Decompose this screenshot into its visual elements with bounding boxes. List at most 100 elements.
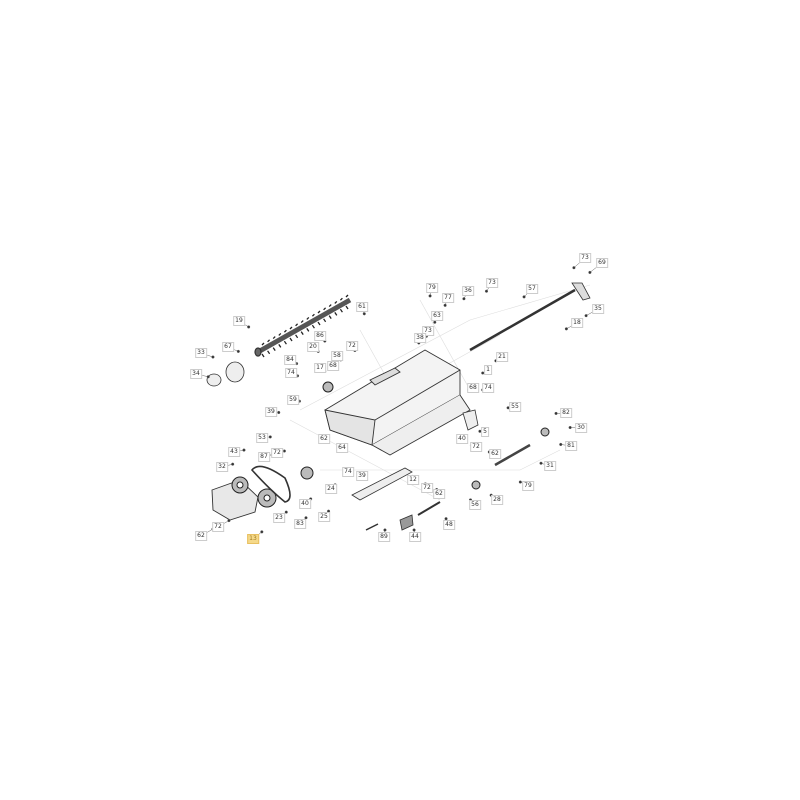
part-label-68[interactable]: 68 [327, 361, 339, 371]
part-label-74[interactable]: 74 [285, 368, 297, 378]
roller-tooth [272, 336, 276, 340]
roller-tooth [328, 304, 332, 308]
fastener-dot [539, 461, 543, 465]
part-label-34[interactable]: 34 [190, 369, 202, 379]
part-label-53[interactable]: 53 [256, 433, 268, 443]
roller-tooth [345, 305, 349, 310]
part-label-74[interactable]: 74 [342, 467, 354, 477]
part-label-20[interactable]: 20 [307, 342, 319, 352]
part-label-21[interactable]: 21 [496, 352, 508, 362]
part-label-77[interactable]: 77 [442, 293, 454, 303]
part-label-79[interactable]: 79 [426, 283, 438, 293]
part-label-67[interactable]: 67 [222, 342, 234, 352]
roller-tooth [295, 334, 299, 339]
part-label-73[interactable]: 73 [486, 278, 498, 288]
part-label-79[interactable]: 79 [522, 481, 534, 491]
part-label-12[interactable]: 12 [407, 475, 419, 485]
part-label-59[interactable]: 59 [287, 395, 299, 405]
roller-tooth [261, 342, 265, 346]
roller-tooth [328, 315, 332, 319]
pulleys [231, 381, 550, 508]
fastener-dot [433, 320, 437, 324]
part-label-58[interactable]: 58 [331, 351, 343, 361]
part-label-36[interactable]: 36 [462, 286, 474, 296]
roller-19 [254, 294, 352, 358]
part-label-35[interactable]: 35 [592, 304, 604, 314]
fastener-dot [484, 289, 489, 293]
part-label-39[interactable]: 39 [356, 471, 368, 481]
part-label-33[interactable]: 33 [195, 348, 207, 358]
roller-tooth [289, 326, 293, 330]
part-label-17[interactable]: 17 [314, 363, 326, 373]
fastener-dot [247, 325, 251, 329]
roller-tooth [289, 337, 293, 342]
fastener-dot [277, 410, 281, 415]
part-label-38[interactable]: 38 [414, 333, 426, 343]
roller-tooth [311, 324, 315, 329]
part-label-62[interactable]: 62 [433, 489, 445, 499]
part-label-64[interactable]: 64 [336, 443, 348, 453]
main-housing-1 [324, 349, 471, 456]
part-label-44[interactable]: 44 [409, 532, 421, 542]
roller-tooth [300, 331, 304, 335]
part-label-40[interactable]: 40 [299, 499, 311, 509]
part-label-74[interactable]: 74 [482, 383, 494, 393]
fastener-dot [304, 516, 308, 520]
part-label-25[interactable]: 25 [318, 512, 330, 522]
fastener-dot [231, 462, 235, 466]
part-label-72[interactable]: 72 [421, 483, 433, 493]
fastener-dot [584, 314, 588, 318]
part-label-40[interactable]: 40 [456, 434, 468, 444]
part-label-84[interactable]: 84 [284, 355, 296, 365]
part-label-18[interactable]: 18 [571, 318, 583, 328]
part-label-62[interactable]: 62 [195, 531, 207, 541]
part-label-23[interactable]: 23 [273, 513, 285, 523]
part-label-68[interactable]: 68 [467, 383, 479, 393]
part-label-56[interactable]: 56 [469, 500, 481, 510]
part-label-61[interactable]: 61 [356, 302, 368, 312]
roller-tooth [306, 328, 310, 332]
roller-tooth [317, 321, 321, 326]
part-label-24[interactable]: 24 [325, 484, 337, 494]
part-label-73[interactable]: 73 [579, 253, 591, 263]
roller-tooth [278, 332, 282, 336]
part-label-72[interactable]: 72 [346, 341, 358, 351]
part-label-63[interactable]: 63 [431, 311, 443, 321]
part-label-81[interactable]: 81 [565, 441, 577, 451]
roller-tooth [339, 308, 343, 313]
part-label-57[interactable]: 57 [526, 284, 538, 294]
part-label-72[interactable]: 72 [212, 522, 224, 532]
part-label-69[interactable]: 69 [596, 258, 608, 268]
part-label-73[interactable]: 73 [422, 326, 434, 336]
part-label-86[interactable]: 86 [314, 331, 326, 341]
part-label-13[interactable]: 13 [247, 534, 259, 544]
part-label-72[interactable]: 72 [470, 442, 482, 452]
fastener-dot [227, 519, 231, 523]
part-label-87[interactable]: 87 [258, 452, 270, 462]
roller-tooth [323, 318, 327, 323]
part-label-72[interactable]: 72 [271, 448, 283, 458]
part-label-28[interactable]: 28 [491, 495, 503, 505]
belt-43 [250, 465, 291, 503]
part-label-32[interactable]: 32 [216, 462, 228, 472]
part-label-55[interactable]: 55 [509, 402, 521, 412]
part-label-83[interactable]: 83 [294, 519, 306, 529]
fastener-dot [282, 449, 286, 453]
part-label-39[interactable]: 39 [265, 407, 277, 417]
part-label-1[interactable]: 1 [484, 365, 492, 375]
part-label-48[interactable]: 48 [443, 520, 455, 530]
part-label-30[interactable]: 30 [575, 423, 587, 433]
part-label-19[interactable]: 19 [233, 316, 245, 326]
fastener-dot [588, 270, 592, 274]
part-label-43[interactable]: 43 [228, 447, 240, 457]
part-label-62[interactable]: 62 [489, 449, 501, 459]
part-label-89[interactable]: 89 [378, 532, 390, 542]
part-label-62[interactable]: 62 [318, 434, 330, 444]
part-label-31[interactable]: 31 [544, 461, 556, 471]
roller-tooth [267, 350, 271, 355]
fastener-dot [559, 442, 563, 446]
roller-tooth [311, 313, 315, 317]
part-label-5[interactable]: 5 [481, 427, 489, 437]
part-label-82[interactable]: 82 [560, 408, 572, 418]
